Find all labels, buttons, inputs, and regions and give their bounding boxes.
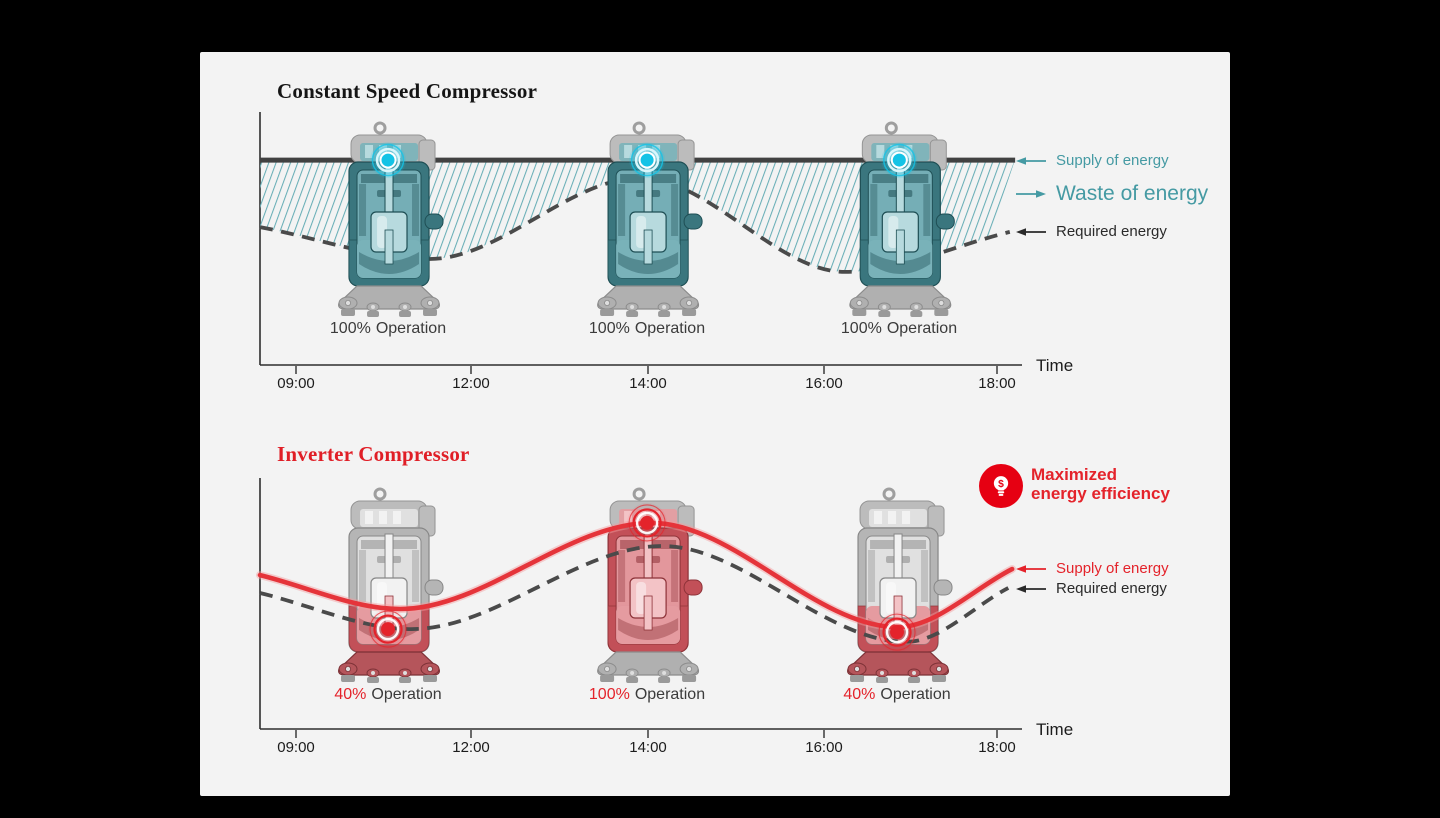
x-tick-label: 09:00 [277,375,315,392]
x-tick-label: 14:00 [629,375,667,392]
side-port [683,213,703,230]
side-port [424,213,444,230]
legend-label: Waste of energy [1056,182,1209,205]
legend-label: Supply of energy [1056,560,1169,577]
lifting-ring [632,121,646,135]
operation-label: 100%Operation [329,320,447,337]
lifting-ring [884,121,898,135]
inverter-chart [256,478,1022,738]
dollar-lightbulb-icon: $ [979,464,1023,508]
operation-label: 40%Operation [843,686,951,703]
legend-required-energy: Required energy [1016,223,1167,240]
left-arrow-icon [1016,584,1046,593]
x-tick-label: 16:00 [805,739,843,756]
diagram-canvas [256,112,1022,738]
right-arrow-icon [1016,190,1046,198]
x-tick-label: 18:00 [978,739,1016,756]
side-port [933,579,953,596]
red-target-marker-icon [368,609,409,650]
left-arrow-icon [1016,227,1046,236]
red-target-marker-icon [627,502,668,543]
compressor-illustration [597,487,703,683]
x-axis-label: Time [1036,720,1074,739]
cyan-glow-marker-icon [881,142,918,179]
operation-label: 100%Operation [840,320,958,337]
side-port [424,579,444,596]
x-tick-label: 09:00 [277,739,315,756]
waste-of-energy-area [260,160,1016,272]
side-port [935,213,955,230]
legend-label: Required energy [1056,580,1167,597]
legend-supply-of-energy: Supply of energy [1016,152,1169,169]
cyan-glow-marker-icon [370,142,407,179]
operation-label: 40%Operation [334,686,442,703]
legend-waste-of-energy: Waste of energy [1016,182,1208,206]
legend-label: Required energy [1056,223,1167,240]
efficiency-badge-text: Maximized energy efficiency [1031,465,1170,503]
x-axis-label: Time [1036,356,1074,375]
lifting-ring [373,121,387,135]
lifting-ring [373,487,387,501]
operation-label: 100%Operation [588,686,706,703]
operation-label: 100%Operation [588,320,706,337]
compressor-illustration [338,487,444,683]
side-port [683,579,703,596]
cyan-glow-marker-icon [629,142,666,179]
svg-text:$: $ [998,479,1004,490]
lightbulb-glyph: $ [993,476,1009,496]
lifting-ring [632,487,646,501]
legend-required-energy: Required energy [1016,580,1167,597]
left-arrow-icon [1016,564,1046,573]
constant-speed-chart [259,112,1022,374]
infographic-card: Constant Speed Compressor Supply of ener… [200,52,1230,796]
left-arrow-icon [1016,156,1046,165]
compressor-illustration [847,487,953,683]
x-tick-label: 12:00 [452,375,490,392]
chart2-title: Inverter Compressor [277,442,470,466]
x-tick-label: 14:00 [629,739,667,756]
lifting-ring [882,487,896,501]
legend-label: Supply of energy [1056,152,1169,169]
legend-supply-of-energy: Supply of energy [1016,560,1169,577]
chart1-title: Constant Speed Compressor [277,79,538,103]
x-tick-label: 16:00 [805,375,843,392]
x-tick-label: 12:00 [452,739,490,756]
red-target-marker-icon [877,612,918,653]
x-tick-label: 18:00 [978,375,1016,392]
